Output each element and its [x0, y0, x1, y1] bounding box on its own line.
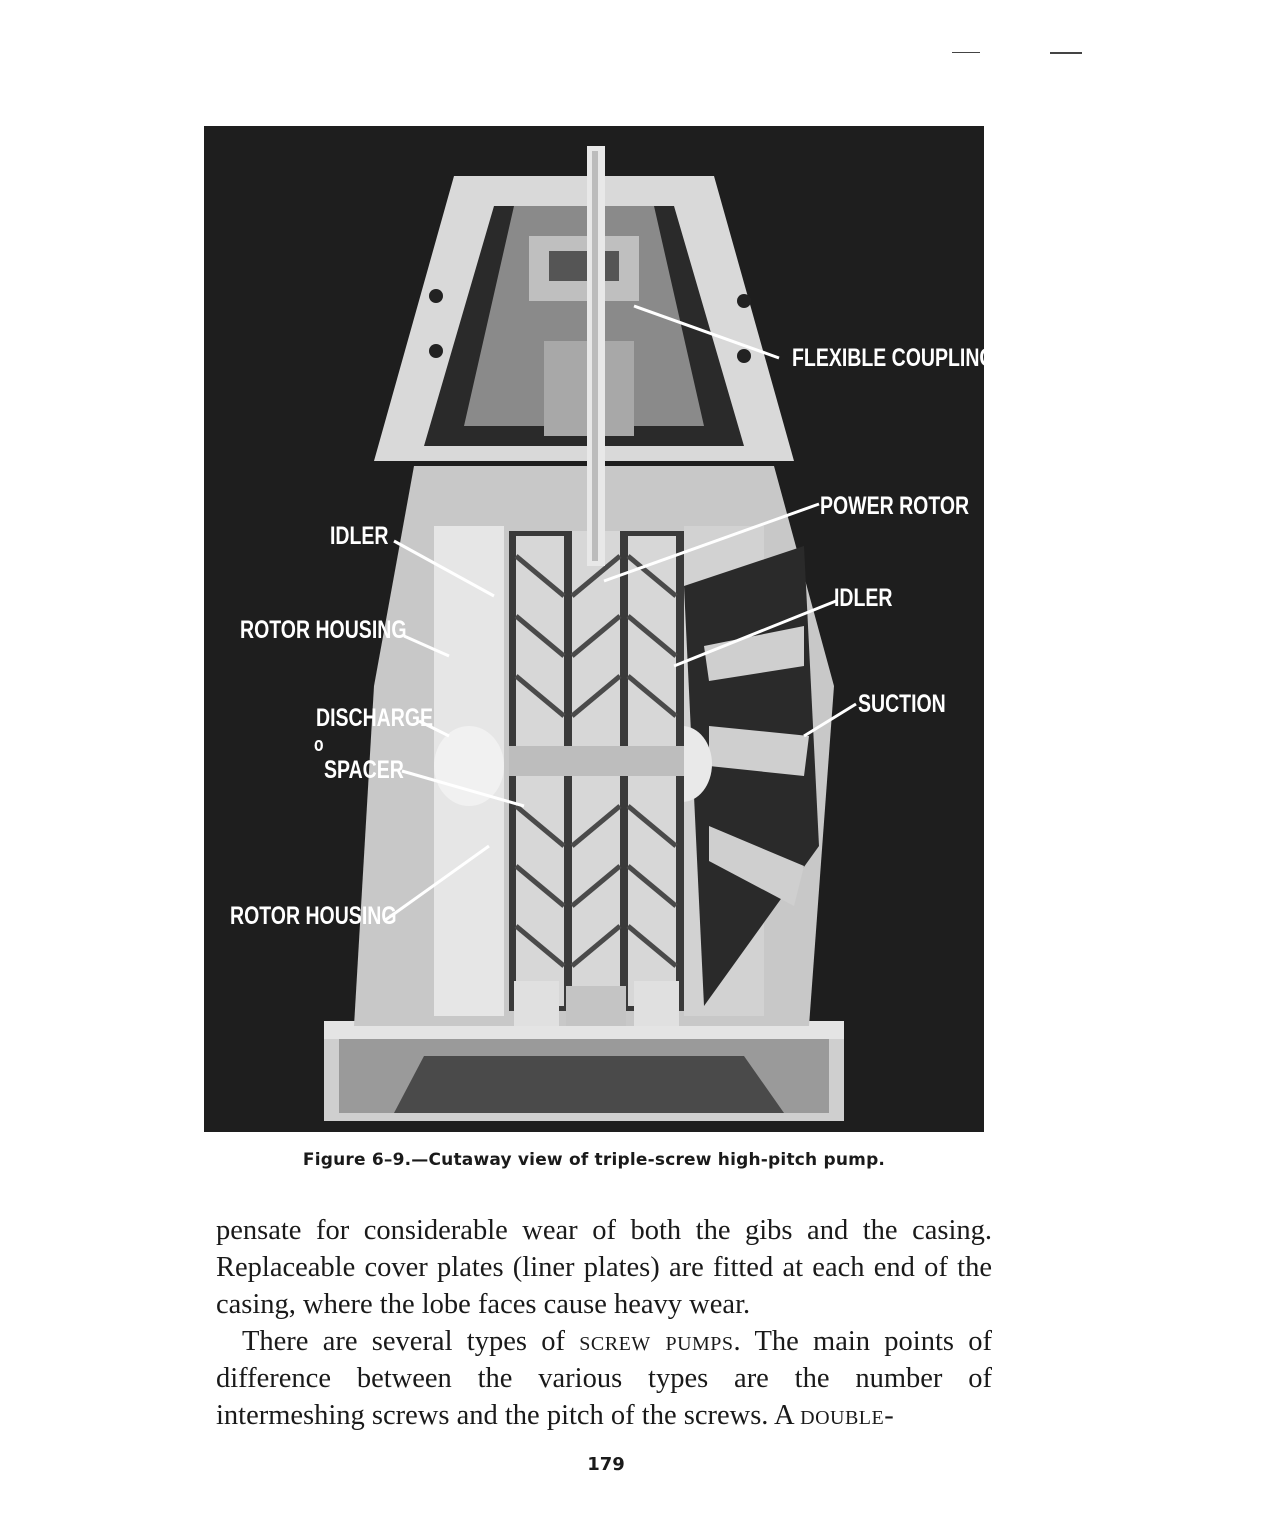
label-idler-right: IDLER — [834, 584, 893, 612]
term-screw-pumps: screw pumps — [579, 1326, 734, 1357]
body-text: pensate for considerable wear of both th… — [216, 1212, 992, 1434]
label-power-rotor: POWER ROTOR — [820, 492, 970, 520]
paragraph-1: pensate for considerable wear of both th… — [216, 1215, 992, 1320]
label-discharge: DISCHARGE — [316, 704, 434, 732]
top-rule-left — [952, 52, 980, 53]
label-rotor-housing-top: ROTOR HOUSING — [240, 616, 407, 644]
label-idler-left: IDLER — [330, 522, 389, 550]
label-rotor-housing-bottom: ROTOR HOUSING — [230, 902, 397, 930]
page-number: 179 — [587, 1454, 625, 1475]
pump-cutaway-photo: FLEXIBLE COUPLING POWER ROTOR IDLER SUCT… — [204, 126, 995, 1132]
label-suction: SUCTION — [858, 690, 946, 718]
figure-caption: Figure 6–9.—Cutaway view of triple-screw… — [302, 1150, 886, 1170]
label-spacer-symbol: o — [314, 734, 324, 756]
label-flexible-coupling: FLEXIBLE COUPLING — [792, 344, 995, 372]
paragraph-2-part-a: There are several types of — [242, 1326, 580, 1357]
paragraph-2-part-b: . The main points of difference between … — [216, 1326, 993, 1431]
pump-cutaway-illustration — [324, 146, 857, 1121]
label-spacer: SPACER — [324, 756, 404, 784]
top-rule-right — [1050, 52, 1082, 54]
term-double: double- — [800, 1400, 895, 1431]
paragraph-2: There are several types of screw pumps. … — [216, 1323, 992, 1434]
